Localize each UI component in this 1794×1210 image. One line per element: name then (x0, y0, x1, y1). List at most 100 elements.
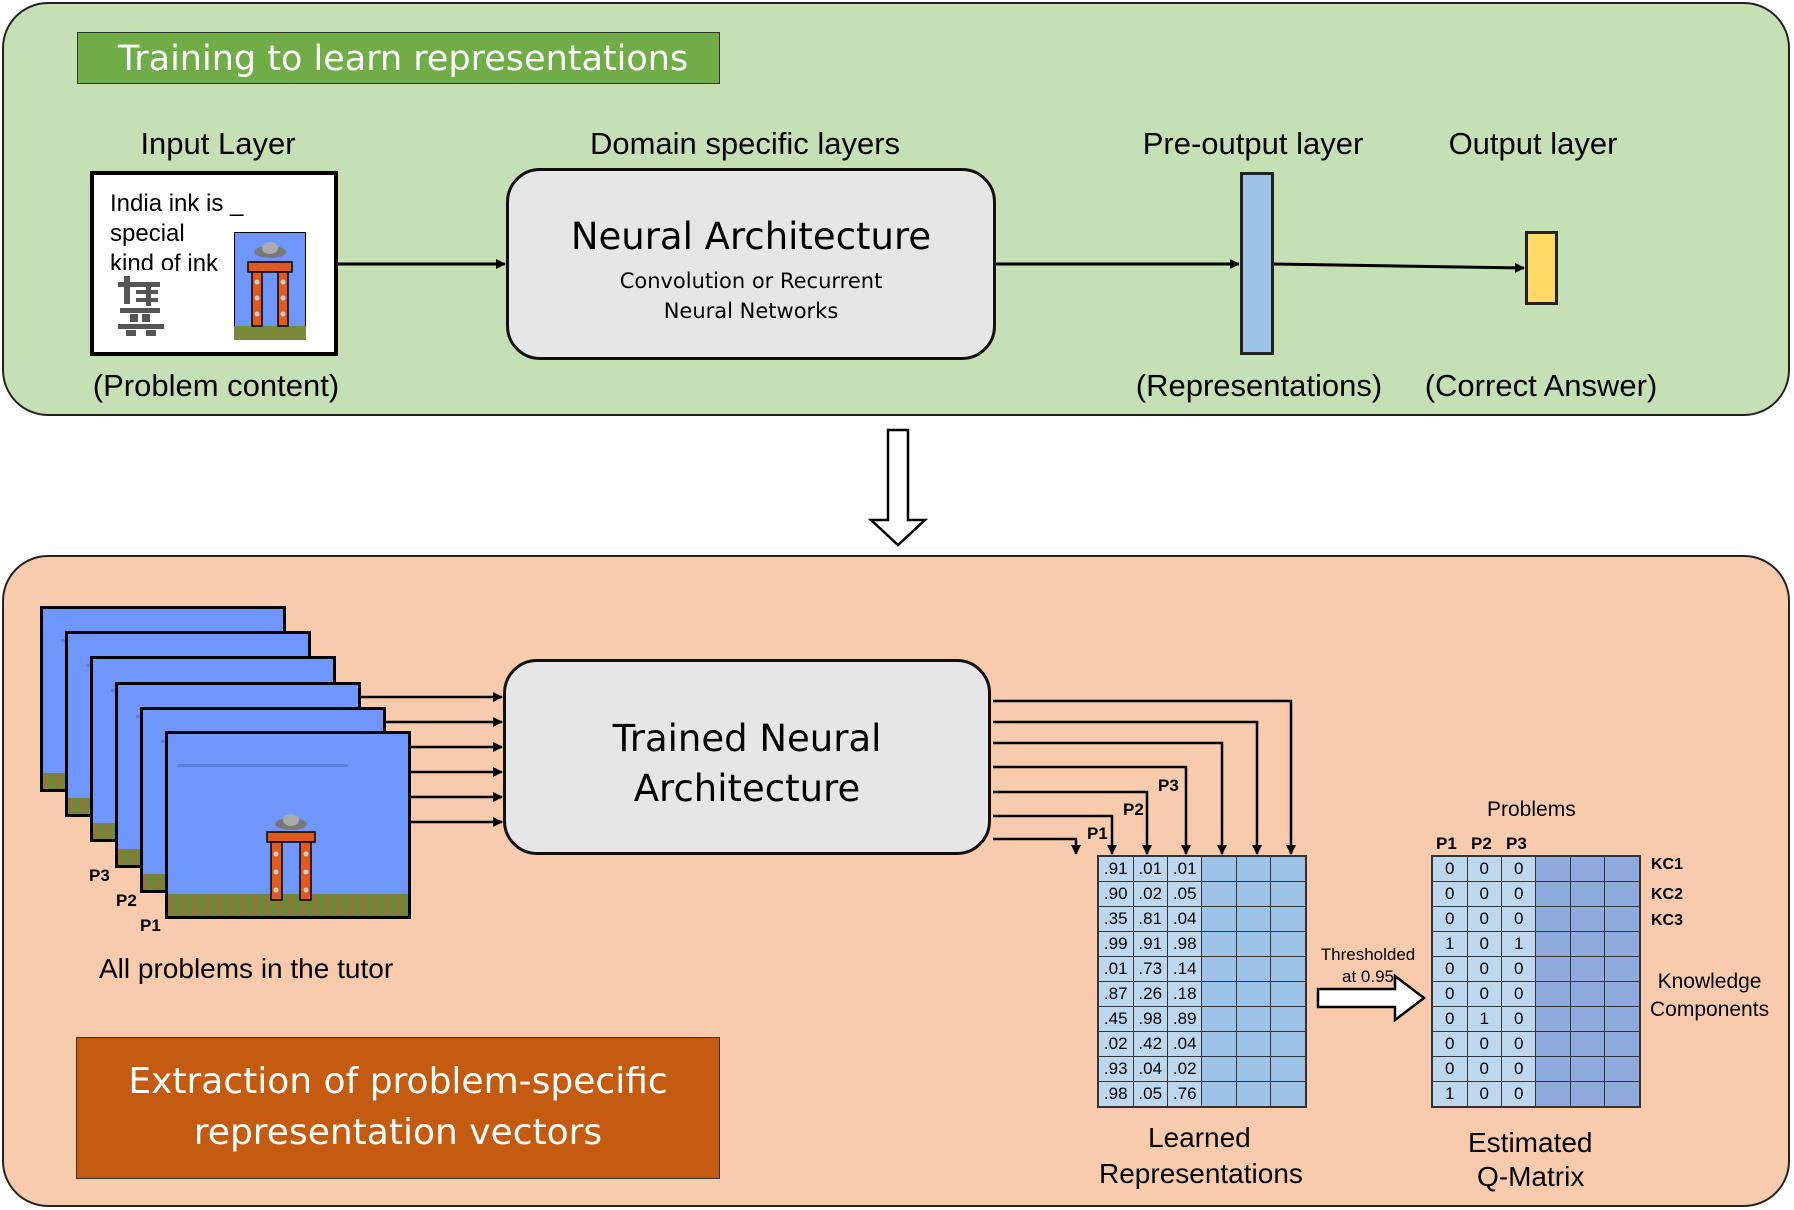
matrix-empty-cell (1270, 1056, 1307, 1082)
matrix-cell: 0 (1431, 881, 1468, 907)
matrix-cell: 1 (1466, 1006, 1502, 1032)
matrix-empty-cell (1604, 981, 1641, 1007)
q-header-p3: P3 (1506, 834, 1527, 853)
matrix-cell: 1 (1431, 931, 1468, 957)
top-arrows (338, 259, 1525, 547)
domain-layers-label: Domain specific layers (589, 126, 901, 161)
threshold-line1: Thresholded (1320, 945, 1416, 964)
matrix-empty-cell (1235, 906, 1272, 932)
matrix-empty-cell (1201, 1081, 1237, 1108)
problem-content-label: (Problem content) (92, 368, 340, 403)
matrix-cell: .04 (1166, 1031, 1203, 1057)
matrix-cell: .14 (1166, 956, 1203, 982)
preoutput-label: Pre-output layer (1142, 126, 1364, 161)
matrix-empty-cell (1201, 981, 1237, 1007)
matrix-cell: 0 (1500, 1031, 1537, 1057)
input-layer-label: Input Layer (140, 126, 296, 161)
matrix-cell: 0 (1466, 956, 1502, 982)
matrix-empty-cell (1535, 855, 1571, 882)
game-scene-icon (234, 232, 306, 340)
matrix-empty-cell (1535, 906, 1571, 932)
matrix-empty-cell (1535, 981, 1571, 1007)
output-layer-label: Output layer (1448, 126, 1618, 161)
matrix-cell: .42 (1132, 1031, 1168, 1057)
representation-row: .91.01.01 (1097, 855, 1307, 882)
representation-row: .99.91.98 (1097, 931, 1307, 957)
representation-row: .02.42.04 (1097, 1031, 1307, 1057)
q-header-p1: P1 (1436, 834, 1457, 853)
matrix-empty-cell (1270, 956, 1307, 982)
matrix-empty-cell (1270, 1081, 1307, 1108)
representation-row: .01.73.14 (1097, 956, 1307, 982)
matrix-empty-cell (1569, 931, 1606, 957)
matrix-cell: 0 (1431, 855, 1468, 882)
matrix-empty-cell (1201, 1006, 1237, 1032)
matrix-empty-cell (1569, 956, 1606, 982)
matrix-empty-cell (1201, 906, 1237, 932)
learned-representations-matrix: .91.01.01.90.02.05.35.81.04.99.91.98.01.… (1097, 855, 1307, 1108)
matrix-empty-cell (1270, 1006, 1307, 1032)
matrix-empty-cell (1535, 1031, 1571, 1057)
matrix-cell: .01 (1097, 956, 1134, 982)
matrix-cell: 0 (1431, 1056, 1468, 1082)
matrix-cell: .02 (1132, 881, 1168, 907)
matrix-cell: 0 (1500, 1081, 1537, 1108)
stack-label-p2: P2 (116, 891, 137, 910)
correct-answer-label: (Correct Answer) (1424, 368, 1658, 403)
matrix-empty-cell (1235, 855, 1272, 882)
matrix-empty-cell (1270, 931, 1307, 957)
preoutput-layer-bar (1240, 172, 1274, 355)
representation-row: .35.81.04 (1097, 906, 1307, 932)
knowledge-line2: Components (1650, 998, 1770, 1021)
matrix-cell: 0 (1500, 881, 1537, 907)
matrix-empty-cell (1604, 931, 1641, 957)
training-title: Training to learn representations (77, 32, 720, 84)
matrix-cell: 0 (1466, 931, 1502, 957)
matrix-cell: 0 (1466, 1056, 1502, 1082)
matrix-cell: 0 (1466, 981, 1502, 1007)
down-arrow-icon (867, 428, 929, 547)
matrix-cell: .02 (1166, 1056, 1203, 1082)
representations-label: (Representations) (1135, 368, 1383, 403)
matrix-cell: 1 (1431, 1081, 1468, 1108)
arrow-label-p1: P1 (1087, 824, 1108, 843)
threshold-line2: at 0.95 (1342, 967, 1394, 986)
matrix-empty-cell (1569, 906, 1606, 932)
matrix-empty-cell (1535, 956, 1571, 982)
arrow-preoutput-to-output (1273, 262, 1525, 273)
matrix-cell: 1 (1500, 931, 1537, 957)
matrix-cell: .99 (1097, 931, 1134, 957)
representation-row: .90.02.05 (1097, 881, 1307, 907)
matrix-empty-cell (1270, 906, 1307, 932)
matrix-cell: .98 (1097, 1081, 1134, 1108)
kc-label-2: KC2 (1651, 886, 1684, 903)
threshold-label: Thresholded at 0.95 (1308, 944, 1428, 988)
matrix-empty-cell (1604, 1031, 1641, 1057)
problems-label: Problems (1487, 798, 1576, 821)
matrix-cell: 0 (1500, 1056, 1537, 1082)
matrix-cell: 0 (1500, 1006, 1537, 1032)
representation-row: .93.04.02 (1097, 1056, 1307, 1082)
matrix-empty-cell (1604, 1056, 1641, 1082)
matrix-cell: 0 (1466, 906, 1502, 932)
threshold-arrow-icon (1316, 973, 1427, 1023)
all-problems-label: All problems in the tutor (99, 953, 394, 984)
kc-label-3: KC3 (1651, 912, 1684, 929)
matrix-empty-cell (1535, 931, 1571, 957)
matrix-empty-cell (1235, 881, 1272, 907)
matrix-cell: 0 (1431, 981, 1468, 1007)
tower-icon (266, 814, 316, 901)
matrix-empty-cell (1201, 956, 1237, 982)
learned-label-line1: Learned (1148, 1122, 1251, 1153)
matrix-empty-cell (1569, 855, 1606, 882)
matrix-empty-cell (1270, 855, 1307, 882)
matrix-cell: 0 (1431, 1031, 1468, 1057)
matrix-cell: 0 (1466, 881, 1502, 907)
matrix-empty-cell (1569, 981, 1606, 1007)
